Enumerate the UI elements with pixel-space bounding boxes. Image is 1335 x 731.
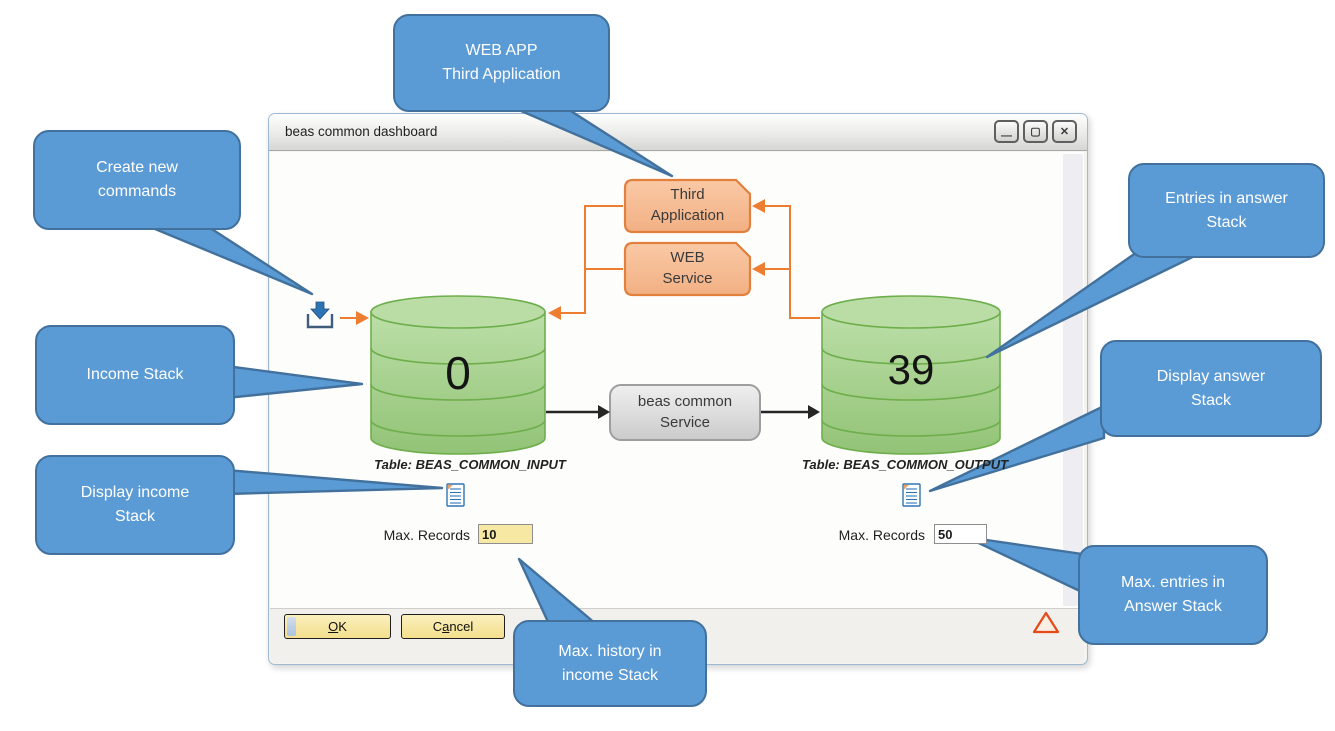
beas-common-service-label: beas common Service [637, 392, 733, 431]
callout-entries-in-answer-stack: Entries in answer Stack [1128, 163, 1325, 258]
callout-max-history-income-stack: Max. history in income Stack [513, 620, 707, 707]
window-titlebar[interactable]: beas common dashboard — ▢ ✕ [269, 114, 1087, 151]
window-title: beas common dashboard [285, 124, 438, 139]
ok-button[interactable]: OK [284, 614, 391, 639]
max-records-label-input: Max. Records [383, 527, 470, 543]
callout-max-entries-answer-stack: Max. entries in Answer Stack [1078, 545, 1268, 645]
answer-stack-count: 39 [887, 346, 935, 393]
income-stack-count: 0 [445, 347, 471, 399]
default-button-stripe [287, 617, 296, 636]
window-controls: — ▢ ✕ [994, 120, 1077, 143]
web-service-label: WEB Service [662, 249, 713, 287]
maximize-button[interactable]: ▢ [1023, 120, 1048, 143]
display-answer-stack-button[interactable] [901, 482, 922, 508]
display-income-stack-button[interactable] [445, 482, 466, 508]
max-records-output-field[interactable] [934, 524, 987, 544]
callout-display-answer-stack: Display answer Stack [1100, 340, 1322, 437]
callout-display-income-stack: Display income Stack [35, 455, 235, 555]
content-right-shade [1063, 154, 1083, 606]
close-button[interactable]: ✕ [1052, 120, 1077, 143]
callout-web-app-third-application: WEB APP Third Application [393, 14, 610, 112]
max-records-input-field[interactable] [478, 524, 533, 544]
max-records-label-output: Max. Records [838, 527, 925, 543]
callout-income-stack: Income Stack [35, 325, 235, 425]
output-table-label: Table: BEAS_COMMON_OUTPUT [801, 457, 1009, 472]
callout-create-new-commands: Create new commands [33, 130, 241, 230]
cancel-button[interactable]: Cancel [401, 614, 505, 639]
input-table-label: Table: BEAS_COMMON_INPUT [374, 457, 566, 472]
create-command-button[interactable] [306, 300, 334, 329]
minimize-button[interactable]: — [994, 120, 1019, 143]
third-application-label: Third Application [650, 186, 725, 224]
